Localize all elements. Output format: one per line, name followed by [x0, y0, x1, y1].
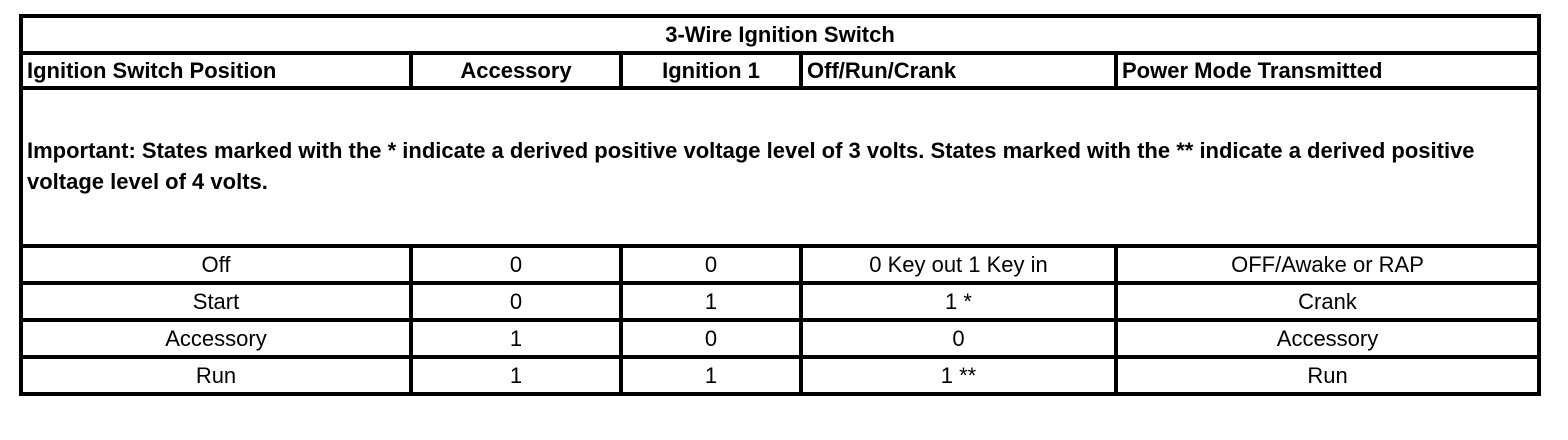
cell-ignition1: 0 — [619, 244, 803, 285]
table-title: 3-Wire Ignition Switch — [18, 14, 1542, 55]
cell-power-mode: Crank — [1113, 281, 1542, 322]
cell-accessory: 0 — [409, 244, 623, 285]
cell-off-run-crank: 1 * — [799, 281, 1118, 322]
cell-ignition1: 0 — [619, 318, 803, 359]
note-row: Important: States marked with the * indi… — [18, 86, 1542, 248]
column-header-power-mode-transmitted: Power Mode Transmitted — [1113, 51, 1542, 90]
table-row-start: Start 0 1 1 * Crank — [19, 281, 1542, 322]
cell-position: Accessory — [19, 318, 413, 359]
cell-power-mode: Run — [1113, 355, 1542, 396]
ignition-switch-table: 3-Wire Ignition Switch Ignition Switch P… — [18, 14, 1542, 396]
column-header-off-run-crank: Off/Run/Crank — [799, 51, 1118, 90]
cell-power-mode: Accessory — [1113, 318, 1542, 359]
table-row-off: Off 0 0 0 Key out 1 Key in OFF/Awake or … — [19, 244, 1542, 285]
table-row-run: Run 1 1 1 ** Run — [19, 355, 1542, 396]
title-row: 3-Wire Ignition Switch — [18, 14, 1542, 55]
column-header-ignition-switch-position: Ignition Switch Position — [19, 51, 413, 90]
cell-position: Off — [19, 244, 413, 285]
column-header-accessory: Accessory — [409, 51, 623, 90]
table-row-accessory: Accessory 1 0 0 Accessory — [19, 318, 1542, 359]
cell-off-run-crank: 0 Key out 1 Key in — [799, 244, 1118, 285]
column-header-ignition-1: Ignition 1 — [619, 51, 803, 90]
cell-ignition1: 1 — [619, 281, 803, 322]
cell-position: Start — [19, 281, 413, 322]
header-row: Ignition Switch Position Accessory Ignit… — [19, 51, 1542, 90]
cell-off-run-crank: 1 ** — [799, 355, 1118, 396]
cell-off-run-crank: 0 — [799, 318, 1118, 359]
cell-ignition1: 1 — [619, 355, 803, 396]
cell-power-mode: OFF/Awake or RAP — [1113, 244, 1542, 285]
cell-accessory: 1 — [409, 318, 623, 359]
cell-position: Run — [19, 355, 413, 396]
cell-accessory: 1 — [409, 355, 623, 396]
important-note: Important: States marked with the * indi… — [18, 86, 1542, 248]
cell-accessory: 0 — [409, 281, 623, 322]
